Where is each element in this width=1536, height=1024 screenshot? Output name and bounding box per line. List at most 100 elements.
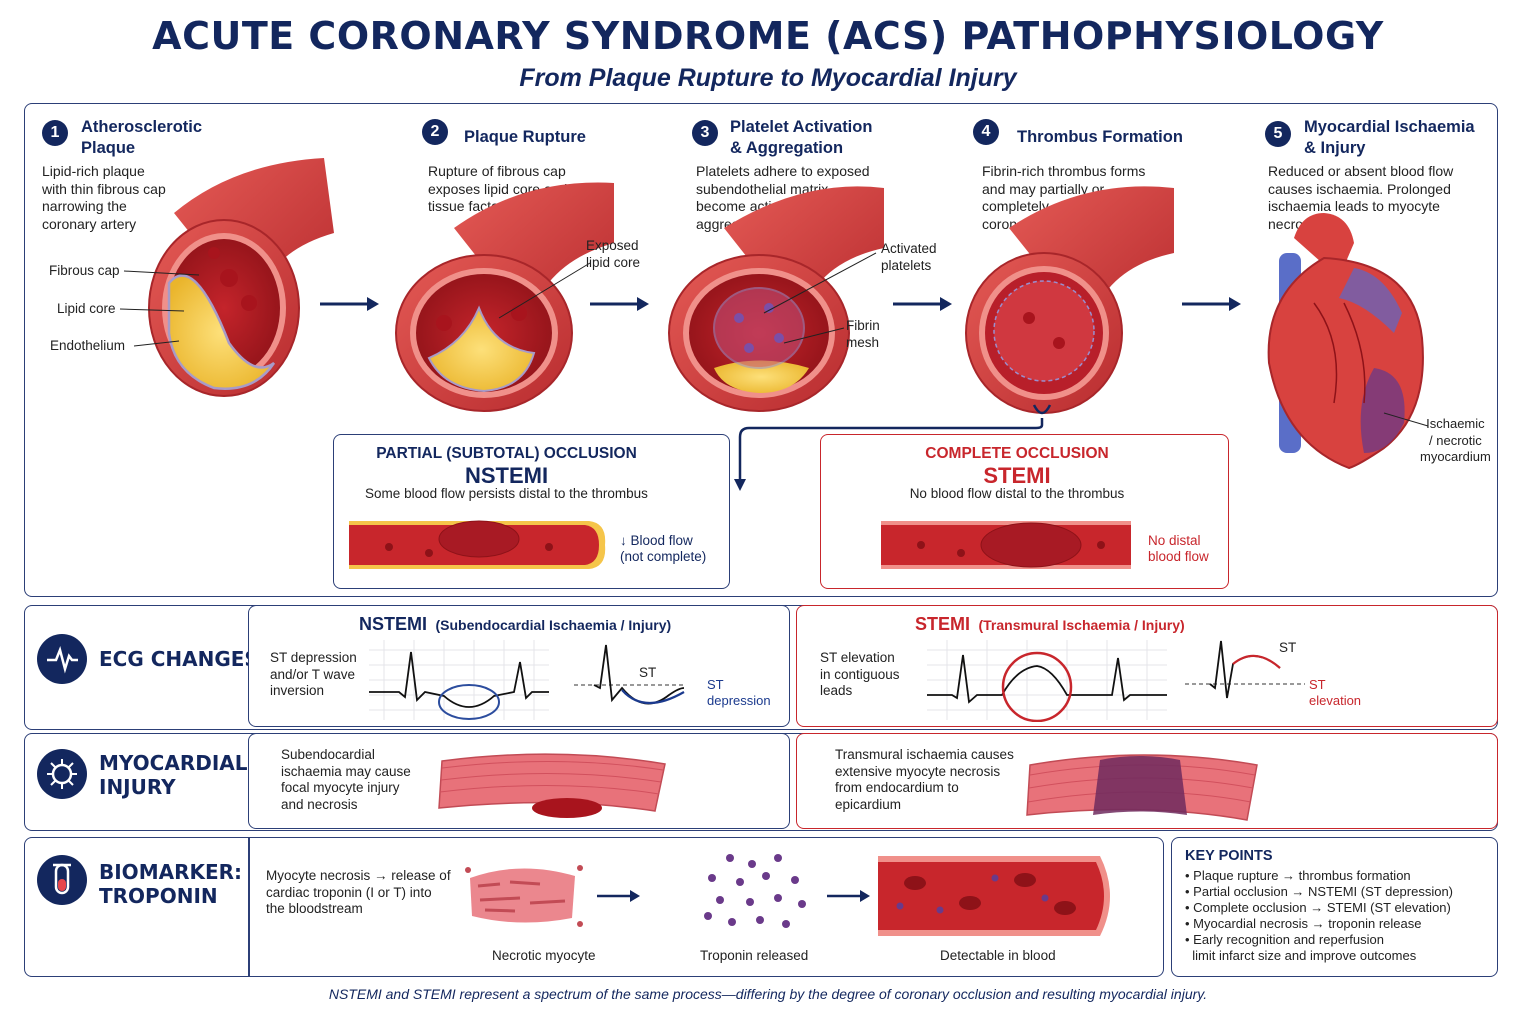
step-1-title-line: Plaque xyxy=(81,139,136,157)
label-activated-platelets: Activated platelets xyxy=(881,241,937,274)
flow-line: No distal xyxy=(1148,533,1201,548)
desc-line: coronary artery xyxy=(42,215,137,232)
nstemi-box-title: NSTEMI xyxy=(464,463,549,488)
stemi-box-heading: COMPLETE OCCLUSION xyxy=(925,445,1109,462)
desc-line: Reduced or absent blood flow xyxy=(1268,163,1454,179)
desc-line: in contiguous xyxy=(820,666,900,682)
injury-row-title: MYOCARDIAL INJURY xyxy=(99,751,248,799)
step-4-title: Thrombus Formation xyxy=(1017,128,1183,146)
nstemi-ecg-title-main: NSTEMI xyxy=(359,614,428,634)
step-3-title-line: & Aggregation xyxy=(730,139,844,157)
nstemi-ecg-title-paren: (Subendocardial Ischaemia / Injury) xyxy=(435,617,672,633)
desc-line: Transmural ischaemia causes xyxy=(835,747,1014,762)
nstemi-st-detail xyxy=(574,644,685,705)
subendocardial-injury-tissue xyxy=(438,753,666,818)
stemi-ecg-desc: ST elevation in contiguous leads xyxy=(820,650,900,700)
desc-line: Platelets adhere to exposed xyxy=(696,163,870,179)
desc-line: the bloodstream xyxy=(266,901,363,916)
stemi-injury-desc: Transmural ischaemia causes extensive my… xyxy=(835,747,1014,813)
stemi-occlusion-box: COMPLETE OCCLUSION STEMI No blood flow d… xyxy=(820,434,1229,589)
label-line: elevation xyxy=(1309,693,1362,708)
platelet xyxy=(734,313,744,323)
page-title: ACUTE CORONARY SYNDROME (ACS) PATHOPHYSI… xyxy=(152,14,1384,58)
necrotic-myocyte-illustration xyxy=(465,865,583,927)
ecg-row-title: ECG CHANGES xyxy=(99,647,259,671)
step-5-title-line: Myocardial Ischaemia xyxy=(1304,118,1475,136)
desc-line: Subendocardial xyxy=(281,747,375,762)
row-title-line: BIOMARKER: xyxy=(99,860,243,884)
nstemi-st-depression-label: ST depression xyxy=(707,677,771,709)
caption-troponin-released: Troponin released xyxy=(700,948,809,963)
stemi-ecg-title-paren: (Transmural Ischaemia / Injury) xyxy=(978,617,1185,633)
stemi-ecg-title-main: STEMI xyxy=(915,614,971,634)
key-point-item: • Plaque rupture → thrombus formation xyxy=(1185,868,1411,883)
nstemi-injury-desc: Subendocardial ischaemia may cause focal… xyxy=(281,747,411,813)
label-line: myocardium xyxy=(1420,449,1491,464)
step-5-number: 5 xyxy=(1265,121,1291,147)
desc-line: leads xyxy=(820,683,853,698)
step-3-title-line: Platelet Activation xyxy=(730,118,873,136)
nstemi-box-subtitle: Some blood flow persists distal to the t… xyxy=(365,486,648,501)
key-points-title: KEY POINTS xyxy=(1185,848,1273,864)
label-line: ST xyxy=(707,677,724,692)
biomarker-desc: Myocyte necrosis → release of cardiac tr… xyxy=(266,868,451,918)
label-fibrous-cap: Fibrous cap xyxy=(49,263,120,278)
complete-occlusion-vessel xyxy=(881,521,1131,569)
red-cell xyxy=(1053,337,1065,349)
desc-line: focal myocyte injury xyxy=(281,780,400,795)
red-cell xyxy=(1023,312,1035,324)
key-point-item: • Partial occlusion → NSTEMI (ST depress… xyxy=(1185,884,1454,899)
desc-line: narrowing the xyxy=(42,198,127,214)
page-subtitle: From Plaque Rupture to Myocardial Injury xyxy=(519,64,1017,92)
key-points-list: • Plaque rupture → thrombus formation • … xyxy=(1185,868,1495,964)
label-line: Fibrin xyxy=(846,318,880,333)
step-2-title: Plaque Rupture xyxy=(464,128,586,146)
row-title-line: INJURY xyxy=(99,775,176,799)
label-endothelium: Endothelium xyxy=(50,338,126,353)
label-line: lipid core xyxy=(586,254,641,270)
stemi-st-detail xyxy=(1185,640,1305,699)
step-3-number: 3 xyxy=(692,120,718,146)
step-1-number: 1 xyxy=(42,120,68,146)
stemi-st-label: ST xyxy=(1279,640,1297,655)
red-cell xyxy=(511,305,527,321)
artery-plaque-illustration xyxy=(119,158,334,397)
troponin-particles xyxy=(704,854,806,928)
label-line: mesh xyxy=(846,334,880,350)
step-1-desc: Lipid-rich plaque with thin fibrous cap … xyxy=(42,163,242,233)
test-tube-icon xyxy=(37,855,87,905)
platelet xyxy=(774,333,784,343)
nstemi-box-heading: PARTIAL (SUBTOTAL) OCCLUSION xyxy=(376,445,637,462)
flow-line: (not complete) xyxy=(620,549,707,564)
artery-rupture-illustration xyxy=(395,182,614,412)
blood-vessel-illustration xyxy=(878,856,1110,936)
desc-line: extensive myocyte necrosis xyxy=(835,763,1001,779)
key-point-item: • Early recognition and reperfusion xyxy=(1185,932,1384,947)
nstemi-ecg-panel: NSTEMI (Subendocardial Ischaemia / Injur… xyxy=(248,605,790,727)
myocyte-icon xyxy=(37,749,87,799)
nstemi-injury-panel: Subendocardial ischaemia may cause focal… xyxy=(248,733,790,829)
red-cell xyxy=(208,247,220,259)
flow-line: blood flow xyxy=(1148,549,1209,564)
flow-arrows xyxy=(320,297,1241,311)
step-1-title: Atherosclerotic Plaque xyxy=(81,117,281,159)
artery-thrombus-illustration xyxy=(734,186,1174,491)
pathway-illustrations xyxy=(119,158,1429,491)
desc-line: ischaemia leads to myocyte xyxy=(1268,198,1440,214)
step-1-title-line: Atherosclerotic xyxy=(81,118,203,136)
stemi-box-subtitle: No blood flow distal to the thrombus xyxy=(909,486,1125,501)
nstemi-flow-note: ↓ Blood flow (not complete) xyxy=(620,533,706,565)
desc-line: from endocardium to xyxy=(835,780,959,795)
desc-line: and may partially or xyxy=(982,180,1105,197)
transmural-injury-tissue xyxy=(1026,754,1258,821)
nstemi-ecg-desc: ST depression and/or T wave inversion xyxy=(270,650,357,700)
platelet xyxy=(744,343,754,353)
desc-line: ST depression xyxy=(270,650,357,665)
red-cell xyxy=(220,269,238,287)
step-5-desc: Reduced or absent blood flow causes isch… xyxy=(1268,163,1488,233)
label-line: Exposed xyxy=(586,238,639,253)
stemi-box-title: STEMI xyxy=(983,463,1051,488)
label-line: ST xyxy=(1309,677,1326,692)
stemi-ecg-trace xyxy=(927,640,1167,722)
red-cell xyxy=(436,315,452,331)
